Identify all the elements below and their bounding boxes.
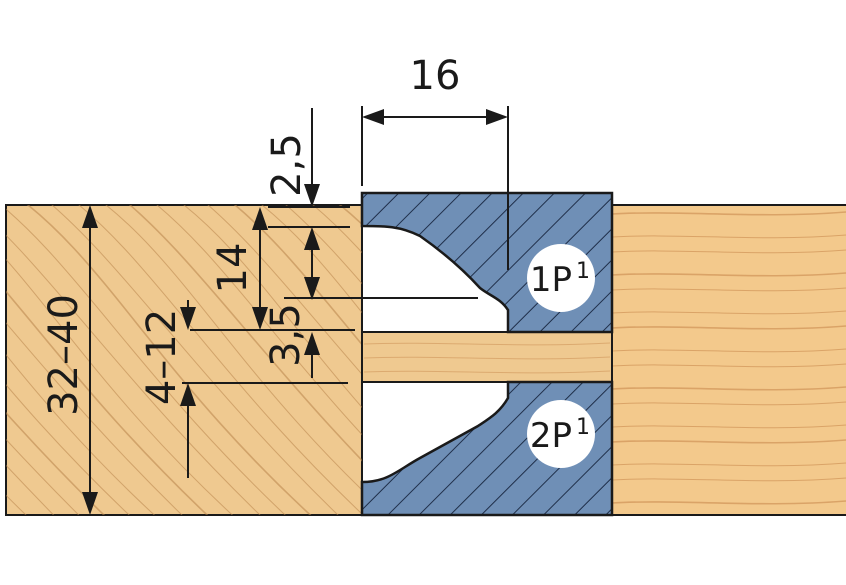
grain-line (267, 205, 362, 515)
grain-line (215, 205, 362, 515)
grain-line (6, 205, 313, 515)
dim-cutter-width (361, 106, 509, 270)
grain-line (241, 205, 362, 515)
tongue-grain (363, 342, 611, 374)
badge-2p1: 2P 1 (527, 400, 595, 468)
grain-line (612, 234, 846, 239)
label-top-offset: 2,5 (264, 133, 310, 197)
dim-groove-offset (190, 329, 355, 378)
grain-line (612, 310, 846, 315)
grain-line (612, 211, 846, 216)
grain-line (612, 439, 846, 444)
left-workpiece (5, 204, 363, 516)
left-wood-grain (6, 205, 362, 515)
grain-line (6, 205, 235, 515)
badge-2p1-label: 2P (530, 416, 572, 456)
grain-line (85, 205, 362, 515)
grain-line (6, 205, 105, 515)
dim-top-offset (268, 108, 350, 228)
grain-line (6, 205, 183, 515)
right-frame-wood (612, 205, 846, 515)
grain-line (6, 205, 209, 515)
grain-line (137, 205, 362, 515)
badge-2p1-suffix: 1 (576, 415, 590, 440)
grain-line (6, 205, 261, 515)
dim-profile-depth (252, 207, 478, 330)
label-profile-depth: 14 (210, 243, 256, 294)
label-cutter-width: 16 (410, 53, 461, 99)
grain-line (6, 205, 287, 515)
grain-line (163, 205, 362, 515)
grain-line (612, 462, 846, 467)
grain-line (363, 356, 611, 360)
dim-tongue-range (180, 300, 348, 478)
grain-line (7, 205, 339, 515)
grain-line (612, 424, 846, 429)
grain-line (612, 363, 846, 368)
dim-panel-thickness (82, 205, 98, 515)
grain-line (363, 342, 611, 346)
grain-line (612, 348, 846, 353)
grain-line (612, 477, 846, 482)
badge-1p1: 1P 1 (527, 244, 595, 312)
grain-line (612, 249, 846, 254)
grain-line (33, 205, 362, 515)
grain-line (293, 205, 362, 515)
grain-line (612, 386, 846, 391)
grain-line (612, 500, 846, 505)
label-tongue-range: 4–12 (139, 309, 185, 405)
right-workpiece (612, 204, 846, 516)
badge-1p1-suffix: 1 (576, 259, 590, 284)
grain-line (363, 370, 611, 374)
grain-line (6, 205, 131, 515)
grain-line (111, 205, 362, 515)
grain-line (6, 205, 79, 515)
grain-line (612, 401, 846, 406)
grain-line (189, 205, 362, 515)
grain-line (59, 205, 362, 515)
label-groove-offset: 3,5 (263, 303, 309, 367)
badge-1p1-label: 1P (530, 260, 572, 300)
label-panel-thickness: 32–40 (41, 294, 87, 416)
right-wood-grain (612, 211, 846, 505)
grain-line (612, 272, 846, 277)
grain-line (319, 205, 362, 515)
grain-line (612, 325, 846, 330)
grain-line (612, 287, 846, 292)
